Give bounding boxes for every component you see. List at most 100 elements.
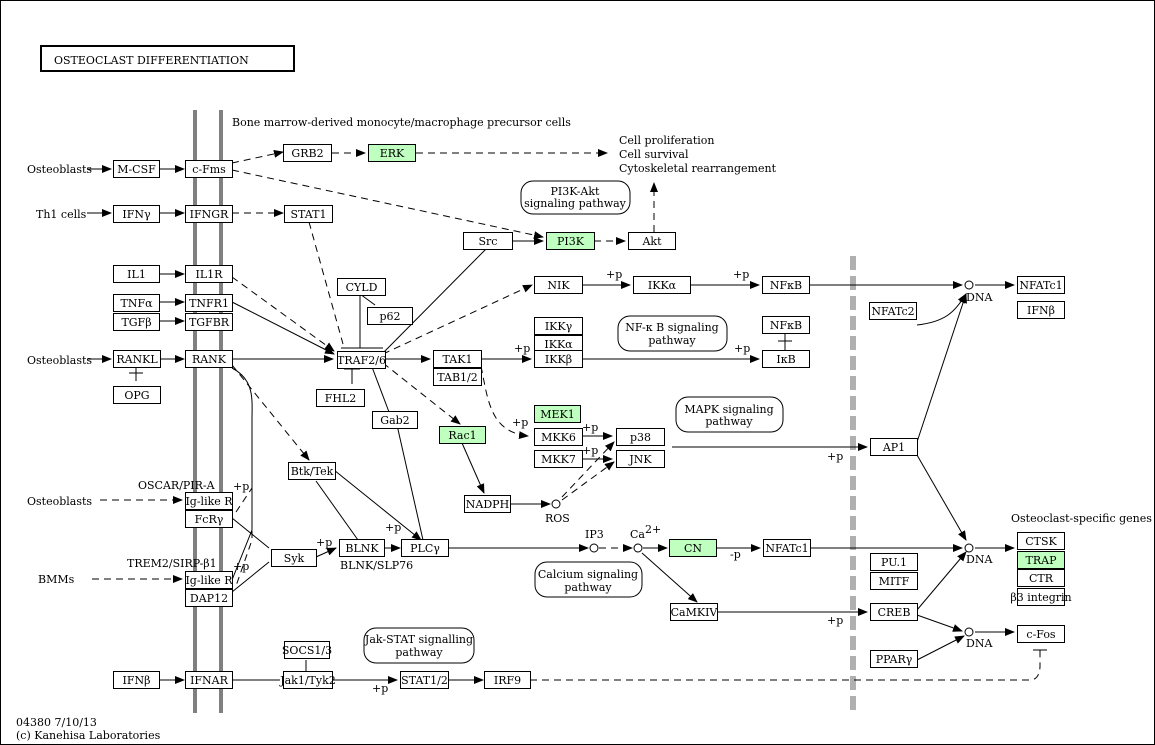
node-btktek[interactable]: Btk/Tek: [288, 462, 336, 480]
node-ikka-top[interactable]: IKKα: [633, 276, 691, 294]
node-ikky[interactable]: IKKγ: [534, 317, 583, 335]
node-mkk6[interactable]: MKK6: [534, 428, 583, 446]
pathway-mapk[interactable]: MAPK signaling pathway: [675, 396, 784, 433]
node-ikka[interactable]: IKKα: [534, 335, 583, 353]
node-ifnar[interactable]: IFNAR: [185, 671, 233, 689]
node-akt[interactable]: Akt: [628, 232, 676, 250]
node-jnk[interactable]: JNK: [616, 450, 665, 468]
svg-text:CN: CN: [684, 542, 702, 555]
node-nfkb-mid[interactable]: NFκB: [762, 316, 810, 334]
node-camkiv[interactable]: CaMKIV: [670, 603, 719, 621]
node-tgfb[interactable]: TGFβ: [113, 313, 160, 331]
pathway-pi3k-akt[interactable]: PI3K-Akt signaling pathway: [520, 180, 631, 215]
label-ip3: IP3: [585, 528, 604, 541]
node-irf9[interactable]: IRF9: [484, 671, 531, 689]
svg-text:+p: +p: [514, 342, 530, 355]
node-nfatc1-mid[interactable]: NFATc1: [763, 539, 811, 557]
node-ap1[interactable]: AP1: [870, 438, 918, 456]
node-blnk[interactable]: BLNK: [339, 539, 385, 557]
svg-text:IFNAR: IFNAR: [190, 674, 229, 687]
node-dap12[interactable]: DAP12: [185, 589, 233, 607]
footer-id: 04380 7/10/13: [16, 716, 97, 729]
node-ifngr[interactable]: IFNGR: [185, 205, 233, 223]
node-stat12[interactable]: STAT1/2: [400, 671, 449, 689]
node-socs13[interactable]: SOCS1/3: [282, 641, 332, 659]
node-tgfbr[interactable]: TGFBR: [185, 313, 233, 331]
node-nfatc2[interactable]: NFATc2: [869, 302, 917, 320]
svg-text:+p: +p: [734, 342, 750, 355]
node-opg[interactable]: OPG: [113, 386, 161, 404]
node-cyld[interactable]: CYLD: [337, 278, 386, 296]
node-syk[interactable]: Syk: [271, 549, 317, 567]
node-grb2[interactable]: GRB2: [283, 144, 332, 162]
node-fcry[interactable]: FcRγ: [185, 510, 233, 528]
phospho-labels: +p +p +p +p +p +p +p +p +p +p +p +p -p +…: [233, 268, 993, 695]
node-fhl2[interactable]: FHL2: [316, 389, 365, 407]
outcome-survival: Cell survival: [619, 148, 689, 161]
node-ctr[interactable]: CTR: [1017, 569, 1065, 587]
node-src[interactable]: Src: [463, 232, 513, 250]
node-tak1[interactable]: TAK1: [433, 350, 482, 368]
svg-text:M-CSF: M-CSF: [117, 163, 156, 176]
svg-text:FHL2: FHL2: [325, 392, 357, 405]
pathway-calcium[interactable]: Calcium signaling pathway: [534, 561, 643, 598]
node-traf26[interactable]: TRAF2/6: [337, 351, 386, 369]
pathway-nfkb[interactable]: NF-κ B signaling pathway: [617, 315, 728, 352]
node-nfatc1-top[interactable]: NFATc1: [1017, 276, 1065, 294]
node-mitf[interactable]: MITF: [870, 572, 918, 590]
node-ifnb-right[interactable]: IFNβ: [1017, 301, 1065, 319]
node-mcsf[interactable]: M-CSF: [113, 160, 160, 178]
node-pi3k[interactable]: PI3K: [546, 232, 595, 250]
node-rank[interactable]: RANK: [185, 350, 233, 368]
svg-text:pathway: pathway: [395, 646, 443, 659]
node-ppary[interactable]: PPARγ: [870, 650, 918, 668]
node-b3integrin[interactable]: β3 integrin: [1010, 588, 1072, 606]
node-il1r[interactable]: IL1R: [185, 265, 233, 283]
node-stat1[interactable]: STAT1: [284, 205, 333, 223]
node-iglike1[interactable]: Ig-like R: [185, 492, 233, 510]
node-iglike2[interactable]: Ig-like R: [185, 571, 233, 589]
node-ifnb-left[interactable]: IFNβ: [113, 671, 160, 689]
node-gab2[interactable]: Gab2: [372, 411, 418, 429]
node-rac1[interactable]: Rac1: [439, 426, 486, 444]
svg-text:Akt: Akt: [641, 235, 662, 248]
svg-text:CTR: CTR: [1029, 572, 1054, 585]
svg-text:+p: +p: [827, 450, 843, 463]
svg-text:+p: +p: [606, 268, 622, 281]
node-nik[interactable]: NIK: [534, 276, 583, 294]
node-ikkb[interactable]: IKKβ: [534, 350, 583, 368]
node-cfms[interactable]: c-Fms: [185, 160, 233, 178]
node-plcy[interactable]: PLCγ: [401, 539, 449, 557]
source-osteoblasts-3: Osteoblasts: [27, 495, 92, 508]
node-p38[interactable]: p38: [616, 428, 665, 446]
node-il1[interactable]: IL1: [113, 265, 160, 283]
node-ctsk[interactable]: CTSK: [1017, 532, 1065, 550]
node-cfos[interactable]: c-Fos: [1017, 625, 1065, 643]
label-ca: Ca: [630, 528, 645, 541]
pathway-jakstat[interactable]: Jak-STAT signalling pathway: [363, 627, 475, 664]
node-nadph[interactable]: NADPH: [464, 495, 511, 513]
node-tnfa[interactable]: TNFα: [113, 294, 160, 312]
node-tab12[interactable]: TAB1/2: [433, 368, 482, 386]
node-erk[interactable]: ERK: [368, 144, 416, 162]
svg-text:+p: +p: [733, 268, 749, 281]
label-ros: ROS: [545, 512, 570, 525]
svg-text:IKKβ: IKKβ: [545, 353, 572, 366]
node-jak1tyk2[interactable]: Jak1/Tyk2: [279, 671, 336, 689]
node-cn[interactable]: CN: [669, 539, 717, 557]
node-nfkb-top[interactable]: NFκB: [762, 276, 810, 294]
node-p62[interactable]: p62: [367, 307, 413, 325]
node-pu1[interactable]: PU.1: [870, 553, 918, 571]
svg-text:PLCγ: PLCγ: [410, 542, 440, 555]
node-tnfr1[interactable]: TNFR1: [185, 294, 233, 312]
svg-text:IκB: IκB: [776, 353, 795, 366]
node-ikb[interactable]: IκB: [762, 350, 810, 368]
node-ifny[interactable]: IFNγ: [113, 205, 160, 223]
node-mek1[interactable]: MEK1: [534, 405, 581, 423]
node-trap[interactable]: TRAP: [1017, 551, 1065, 569]
svg-text:PPARγ: PPARγ: [876, 653, 913, 666]
node-creb[interactable]: CREB: [870, 603, 918, 621]
node-rankl[interactable]: RANKL: [113, 350, 161, 368]
node-mkk7[interactable]: MKK7: [534, 450, 583, 468]
